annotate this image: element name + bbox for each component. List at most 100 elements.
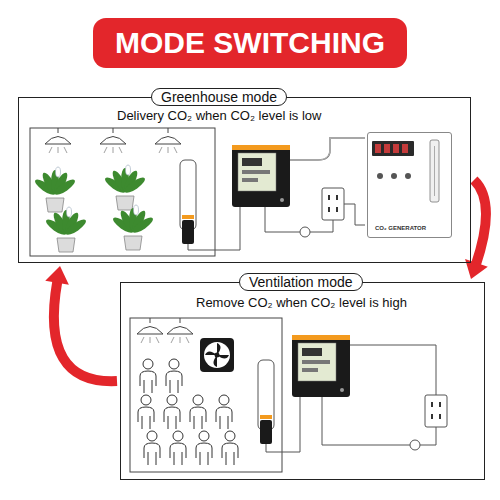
ceiling-lamp — [137, 318, 193, 343]
person-legs — [226, 452, 234, 465]
controller — [302, 348, 322, 356]
co2-generator-body — [405, 173, 411, 179]
plant-leaf — [53, 177, 77, 197]
co2-sensor — [266, 397, 300, 452]
exhaust-fan — [200, 338, 234, 372]
person-body — [196, 443, 212, 458]
lamp-ray — [180, 337, 181, 343]
person-head — [219, 395, 229, 405]
plant-flower — [56, 167, 61, 177]
hose — [300, 227, 310, 237]
lamp-ray — [171, 337, 174, 343]
co2-generator-body — [375, 144, 381, 153]
co2-sensor — [180, 160, 196, 230]
person-body — [138, 407, 154, 422]
lamp-cord — [150, 318, 151, 323]
co2-sensor — [260, 420, 272, 444]
person-head — [143, 359, 153, 369]
plant-leaf — [64, 217, 88, 237]
lamp-shade — [167, 327, 193, 335]
lamp-ray — [104, 147, 107, 153]
lamp-ray — [186, 337, 189, 343]
person-body — [216, 407, 232, 422]
person-body — [222, 443, 238, 458]
person-legs — [174, 452, 182, 465]
person-legs — [144, 380, 152, 393]
controller — [292, 335, 350, 340]
plant — [33, 165, 155, 252]
person — [138, 359, 238, 465]
plant-pot — [46, 198, 64, 212]
co2-generator-body — [391, 173, 397, 179]
power-outlet — [328, 207, 330, 212]
person-legs — [148, 452, 156, 465]
lamp-shade — [45, 137, 71, 145]
person-body — [166, 371, 182, 386]
power-wire — [322, 345, 436, 450]
person-legs — [168, 416, 176, 429]
lamp-ray — [119, 147, 122, 153]
plant-leaf — [131, 215, 155, 235]
power-wire — [350, 345, 436, 395]
power-outlet — [439, 414, 441, 419]
lamp-ray — [156, 337, 159, 343]
exhaust-fan — [200, 338, 234, 372]
co2-generator-body — [377, 173, 383, 179]
co2-generator-body — [393, 144, 399, 153]
controller — [280, 198, 284, 202]
hose — [310, 220, 333, 232]
ventilation-room — [130, 318, 282, 472]
controller — [242, 170, 270, 174]
person-legs — [220, 416, 228, 429]
person-head — [193, 395, 203, 405]
person-head — [199, 431, 209, 441]
controller — [232, 145, 290, 207]
co2-sensor — [188, 207, 240, 250]
greenhouse-room — [30, 128, 215, 256]
plant-leaf — [123, 175, 147, 195]
power-outlet — [431, 414, 433, 419]
lamp-ray — [159, 147, 162, 153]
controller — [232, 145, 290, 150]
lamp-shade — [137, 327, 163, 335]
co2-generator-body — [402, 144, 408, 153]
lamp-ray — [49, 147, 52, 153]
mode-switch-arrow — [45, 266, 117, 381]
co2-sensor — [182, 220, 194, 244]
controller — [232, 145, 290, 207]
hose — [344, 204, 365, 225]
person-head — [147, 431, 157, 441]
co2-generator: CO₂ GENERATOR — [367, 132, 452, 238]
arrow-shaft — [474, 180, 486, 265]
person-head — [173, 431, 183, 441]
lamp-ray — [58, 147, 59, 153]
controller — [242, 158, 262, 166]
mode-tab: Ventilation mode — [239, 273, 363, 291]
controller — [298, 343, 336, 381]
plant-pot — [116, 196, 134, 210]
lamp-cord — [58, 128, 59, 133]
hose — [290, 138, 365, 160]
plant-pot — [57, 238, 75, 252]
person-legs — [142, 416, 150, 429]
controller — [238, 153, 276, 191]
greenhouse-room — [30, 128, 215, 256]
person-body — [190, 407, 206, 422]
hose — [290, 138, 365, 160]
co2-generator-body — [430, 140, 439, 202]
power-outlet — [336, 207, 338, 212]
co2-sensor — [260, 415, 272, 419]
power-outlet — [322, 188, 344, 220]
greenhouse-panel: Greenhouse modeDelivery CO₂ when CO₂ lev… — [18, 97, 471, 263]
title-text: MODE SWITCHING — [115, 18, 385, 68]
lamp-cord — [180, 318, 181, 323]
power-wire — [322, 397, 410, 445]
plant-pot — [124, 236, 142, 250]
plant-flower — [134, 205, 139, 215]
power-outlet — [328, 195, 330, 200]
person-body — [144, 443, 160, 458]
title-banner: MODE SWITCHING — [93, 18, 407, 68]
